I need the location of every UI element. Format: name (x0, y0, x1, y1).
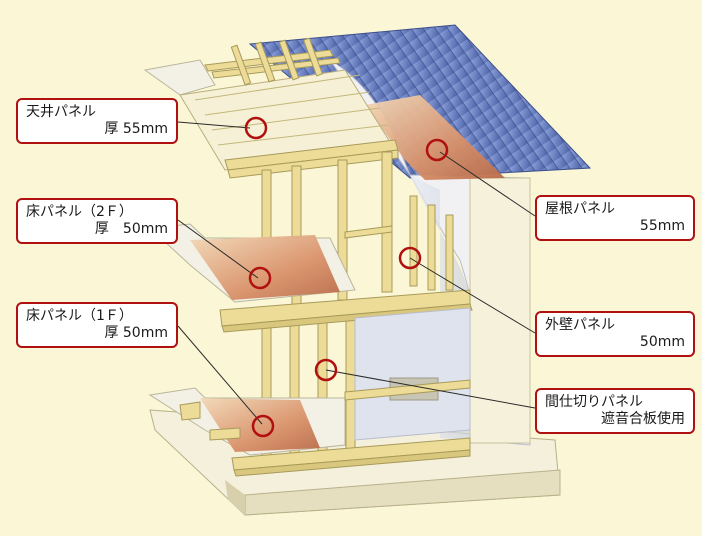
floor-panel-1f (148, 387, 346, 456)
callout-roof-panel: 屋根パネル 55mm (535, 195, 695, 241)
leader-outer-wall (409, 257, 536, 334)
floor-beam-2f (219, 289, 473, 333)
leader-floor-1f (177, 325, 263, 425)
marker-outer-wall (398, 246, 422, 270)
callout-partition-note: 遮音合板使用 (601, 411, 685, 427)
callout-floor-2f-thickness: 厚 50mm (94, 221, 168, 237)
callout-partition-title: 間仕切りパネル (545, 394, 643, 410)
floor-panel-2f (148, 223, 356, 303)
leader-lines (177, 121, 536, 425)
callout-outer-wall-title: 外壁パネル (545, 317, 615, 333)
callout-ceiling-title: 天井パネル (26, 104, 96, 120)
callout-ceiling-panel: 天井パネル 厚 55mm (16, 98, 178, 144)
marker-floor-2f (248, 266, 272, 290)
callout-floor-2f-title: 床パネル（2Ｆ） (26, 204, 133, 220)
marker-partition (314, 358, 338, 382)
partition-sheet (354, 307, 471, 441)
callout-partition-panel: 間仕切りパネル 遮音合板使用 (535, 388, 695, 434)
leader-partition (325, 369, 536, 409)
marker-ceiling (244, 116, 268, 140)
callout-outer-wall-panel: 外壁パネル 50mm (535, 311, 695, 357)
marker-floor-1f (251, 414, 275, 438)
callout-floor-1f-thickness: 厚 50mm (104, 325, 168, 341)
markers (244, 116, 449, 438)
leader-roof (439, 151, 536, 217)
callout-outer-wall-thickness: 50mm (639, 334, 685, 350)
leader-floor-2f (177, 219, 259, 279)
sill-beam (231, 379, 471, 477)
callout-floor-panel-1f: 床パネル（1Ｆ） 厚 50mm (16, 302, 178, 348)
marker-roof (425, 138, 449, 162)
callout-roof-thickness: 55mm (639, 218, 685, 234)
callout-floor-1f-title: 床パネル（1Ｆ） (26, 308, 133, 324)
callout-floor-panel-2f: 床パネル（2Ｆ） 厚 50mm (16, 198, 178, 244)
ceiling-frame (143, 37, 399, 179)
callout-roof-title: 屋根パネル (545, 201, 615, 217)
leader-ceiling (177, 121, 251, 129)
callout-ceiling-thickness: 厚 55mm (104, 121, 168, 137)
roof-panel (365, 95, 505, 180)
